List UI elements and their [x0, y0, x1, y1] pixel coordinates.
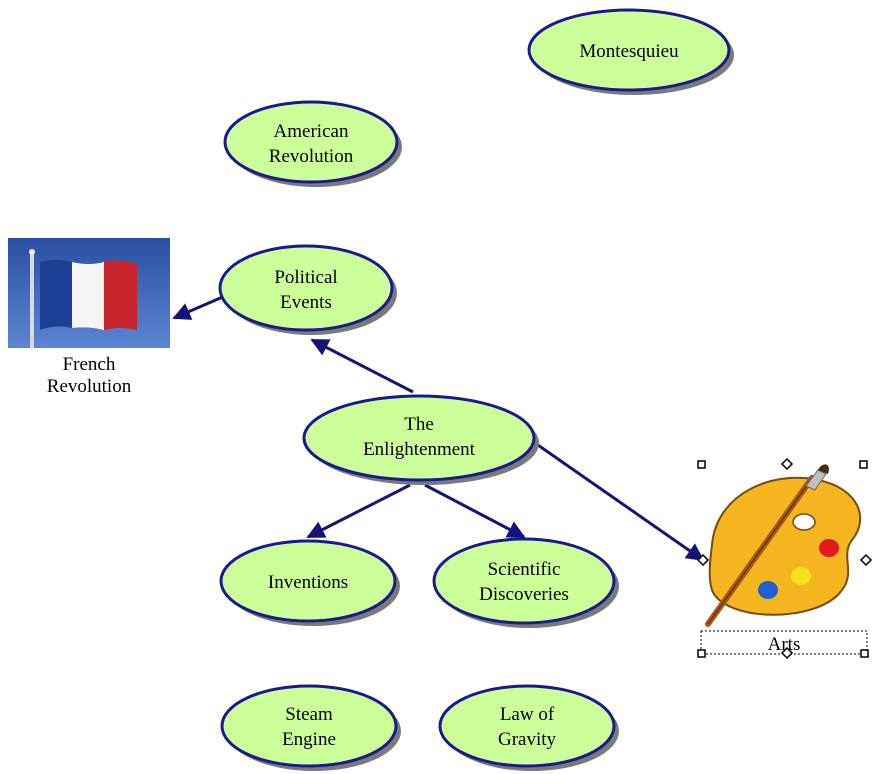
node-the-enlightenment-label-line2: Enlightenment: [363, 439, 476, 460]
node-french-revolution-label-line2: Revolution: [47, 376, 132, 397]
node-french-revolution-label-line1: French: [63, 354, 116, 375]
selection-handles[interactable]: [696, 457, 873, 567]
node-arts[interactable]: Arts: [696, 457, 873, 660]
node-scientific-discoveries-label-line2: Discoveries: [479, 584, 569, 605]
link-layer: [172, 294, 705, 562]
node-scientific-discoveries-label-line1: Scientific: [488, 559, 561, 580]
node-french-revolution[interactable]: French Revolution: [8, 238, 170, 397]
node-the-enlightenment[interactable]: The Enlightenment: [302, 394, 539, 485]
node-inventions-label: Inventions: [268, 572, 348, 593]
node-scientific-discoveries[interactable]: Scientific Discoveries: [432, 537, 619, 628]
node-inventions[interactable]: Inventions: [219, 539, 400, 626]
paint-palette-icon: [705, 464, 862, 627]
node-montesquieu[interactable]: Montesquieu: [527, 8, 734, 95]
node-the-enlightenment-label-line1: The: [404, 414, 434, 435]
node-american-revolution-label-line1: American: [274, 121, 349, 142]
node-steam-engine-label-line2: Engine: [282, 729, 336, 750]
node-american-revolution[interactable]: American Revolution: [223, 100, 402, 187]
node-political-events-label-line2: Events: [280, 292, 332, 313]
node-law-of-gravity-label-line1: Law of: [500, 704, 555, 725]
node-american-revolution-label-line2: Revolution: [269, 146, 354, 167]
label-selection-handles[interactable]: [697, 646, 869, 660]
node-political-events[interactable]: Political Events: [218, 244, 397, 335]
node-law-of-gravity-label-line2: Gravity: [498, 729, 557, 750]
node-arts-label: Arts: [768, 634, 801, 655]
link-enlightenment-to-inventions[interactable]: [306, 483, 411, 539]
node-steam-engine[interactable]: Steam Engine: [220, 684, 401, 771]
link-political-events-to-french-revolution[interactable]: [172, 294, 226, 320]
french-flag-icon: [8, 238, 170, 348]
link-enlightenment-to-political-events[interactable]: [310, 338, 414, 394]
node-steam-engine-label-line1: Steam: [285, 704, 333, 725]
node-montesquieu-label: Montesquieu: [579, 41, 679, 62]
link-enlightenment-to-scientific-discoveries[interactable]: [424, 483, 526, 539]
node-law-of-gravity[interactable]: Law of Gravity: [438, 684, 619, 771]
node-political-events-label-line1: Political: [274, 267, 337, 288]
link-enlightenment-to-arts[interactable]: [534, 441, 705, 562]
